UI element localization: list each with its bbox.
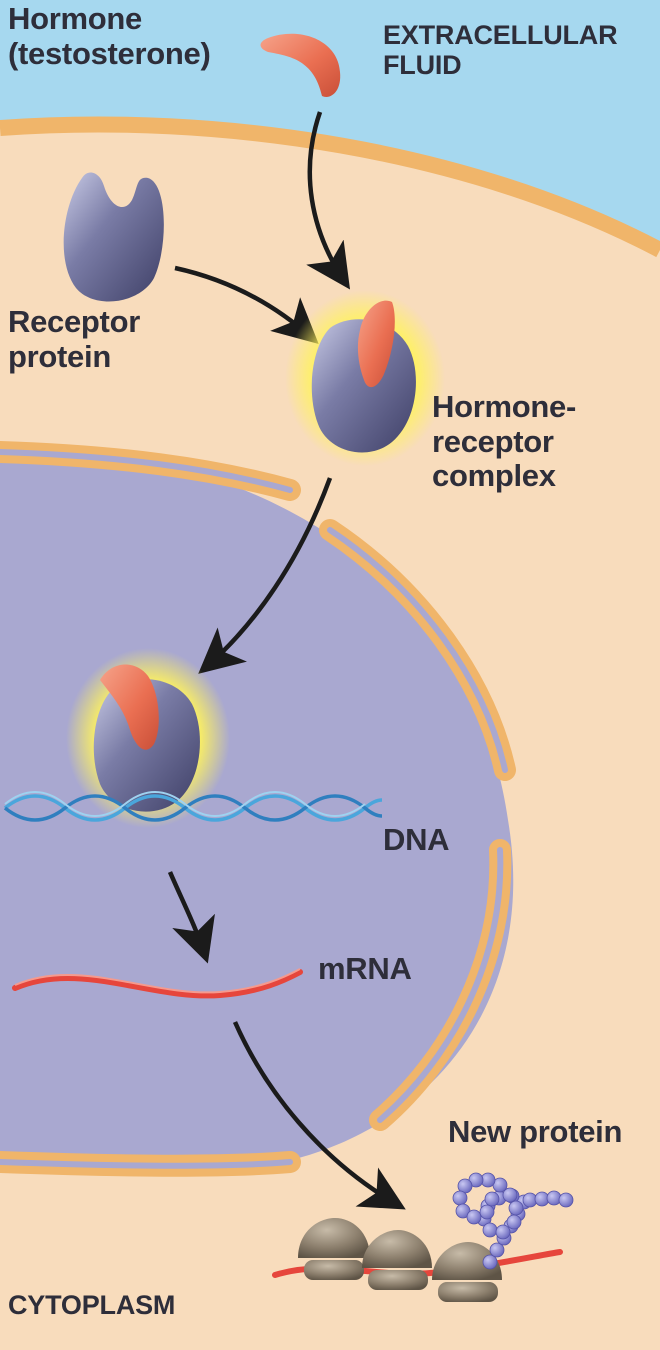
hormone-receptor-complex bbox=[285, 290, 445, 466]
protein-bead bbox=[482, 1254, 498, 1270]
arrow-hormone-to-complex bbox=[306, 111, 351, 290]
dna-helix bbox=[3, 791, 383, 822]
ribosome-1-small-subunit bbox=[304, 1260, 364, 1280]
label-extracellular-fluid: EXTRACELLULAR FLUID bbox=[383, 20, 618, 81]
new-protein-chain bbox=[452, 1172, 574, 1270]
ribosome-3-small-subunit bbox=[438, 1282, 498, 1302]
protein-bead bbox=[484, 1191, 500, 1207]
label-complex-line-3: complex bbox=[432, 458, 556, 494]
protein-bead bbox=[502, 1187, 518, 1203]
arrow-mrna-to-ribosome bbox=[232, 1021, 406, 1210]
label-cytoplasm: CYTOPLASM bbox=[8, 1290, 176, 1320]
label-complex-line-2: receptor bbox=[432, 423, 554, 459]
ribosome-3-large-subunit bbox=[432, 1242, 502, 1280]
complex-hormone bbox=[357, 300, 395, 388]
ribosome-2-small-subunit bbox=[368, 1270, 428, 1290]
label-hormone-receptor-complex: Hormone- receptor complex bbox=[432, 389, 576, 494]
label-new-protein: New protein bbox=[448, 1114, 623, 1149]
label-hormone-line-2: (testosterone) bbox=[8, 35, 211, 71]
label-hormone-line-1: Hormone bbox=[8, 1, 142, 36]
nucleus bbox=[0, 445, 514, 1170]
protein-bead bbox=[466, 1209, 482, 1225]
label-dna: DNA bbox=[383, 822, 450, 857]
hormone-molecule bbox=[260, 33, 341, 97]
label-mrna: mRNA bbox=[318, 951, 412, 986]
ribosome-1-large-subunit bbox=[298, 1218, 370, 1258]
protein-bead bbox=[479, 1204, 495, 1220]
protein-bead bbox=[506, 1214, 522, 1230]
label-hormone: Hormone (testosterone) bbox=[8, 1, 211, 71]
ribosomes bbox=[298, 1218, 502, 1302]
mrna-highlight bbox=[14, 968, 301, 994]
label-extracellular-line-2: FLUID bbox=[383, 50, 462, 81]
nuclear-envelope bbox=[0, 441, 516, 1177]
arrow-receptor-to-complex bbox=[174, 265, 319, 344]
label-extracellular-line-1: EXTRACELLULAR bbox=[383, 20, 618, 50]
protein-bead bbox=[508, 1200, 524, 1216]
protein-bead bbox=[489, 1242, 505, 1258]
ribosome-2-large-subunit bbox=[362, 1230, 432, 1268]
dna-bound-complex bbox=[66, 648, 230, 828]
arrow-complex-to-nucleus bbox=[198, 477, 333, 674]
label-receptor-protein: Receptor protein bbox=[8, 304, 140, 374]
mrna-strand bbox=[12, 969, 303, 999]
label-receptor-line-2: protein bbox=[8, 338, 111, 374]
protein-bead bbox=[482, 1222, 498, 1238]
label-complex-line-1: Hormone- bbox=[432, 389, 576, 424]
arrow-dna-to-mrna bbox=[167, 871, 215, 964]
receptor-protein bbox=[63, 172, 164, 302]
plasma-membrane bbox=[0, 116, 660, 258]
protein-bead bbox=[495, 1224, 511, 1240]
protein-bead bbox=[452, 1190, 468, 1206]
bound-complex-hormone bbox=[100, 664, 159, 750]
label-receptor-line-1: Receptor bbox=[8, 304, 140, 339]
protein-bead bbox=[558, 1192, 574, 1208]
